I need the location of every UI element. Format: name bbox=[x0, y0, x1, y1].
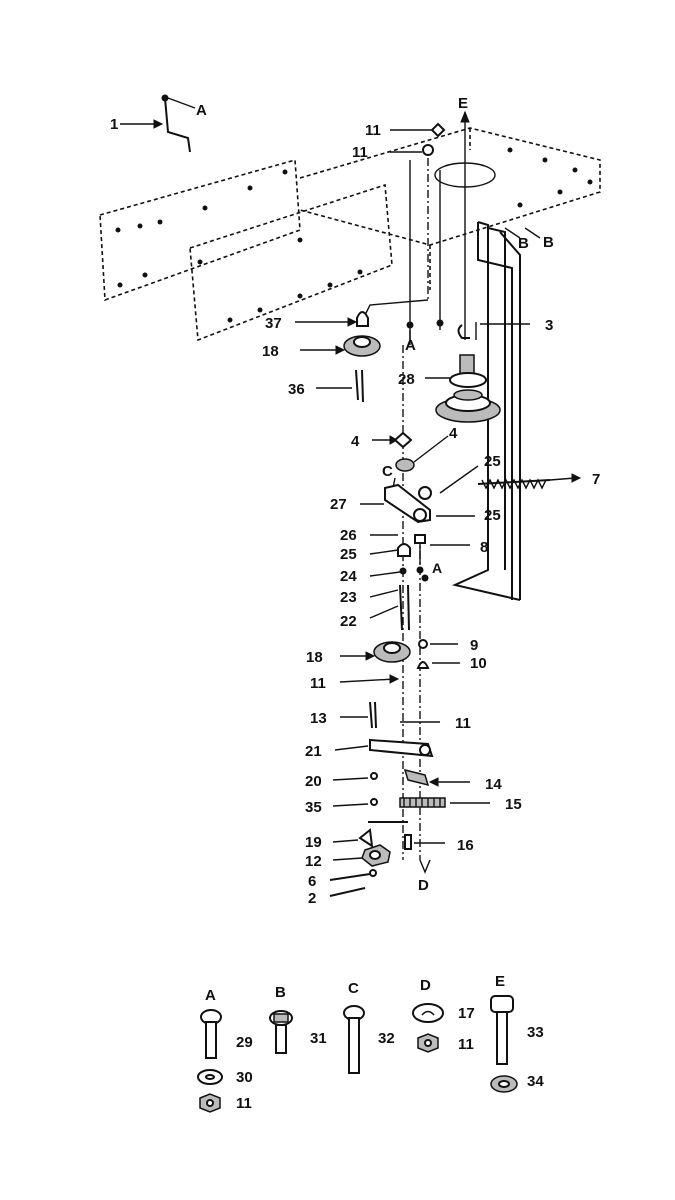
washer-4-b bbox=[395, 458, 415, 472]
callout-8: 8 bbox=[480, 539, 488, 556]
part-16 bbox=[404, 834, 412, 850]
callout-7: 7 bbox=[592, 471, 600, 488]
callout-11-d: 11 bbox=[455, 715, 471, 732]
key-item-11-A: 11 bbox=[236, 1095, 252, 1112]
key-item-29: 29 bbox=[236, 1034, 253, 1051]
callout-1-letter: A bbox=[196, 102, 207, 119]
deck-frame bbox=[99, 127, 601, 342]
callout-35: 35 bbox=[305, 799, 322, 816]
part-37 bbox=[356, 311, 369, 327]
callout-E: E bbox=[458, 95, 468, 112]
nut-11-second bbox=[422, 144, 434, 156]
key-item-31: 31 bbox=[310, 1030, 327, 1047]
key-letter-B: B bbox=[275, 984, 286, 1001]
callout-25-c: 25 bbox=[340, 546, 357, 563]
bolt-29 bbox=[200, 1009, 222, 1059]
callout-13: 13 bbox=[310, 710, 327, 727]
callout-D: D bbox=[418, 877, 429, 894]
callout-27: 27 bbox=[330, 496, 347, 513]
callout-28: 28 bbox=[398, 371, 415, 388]
callout-24: 24 bbox=[340, 568, 357, 585]
key-item-33: 33 bbox=[527, 1024, 544, 1041]
key-item-11-D: 11 bbox=[458, 1036, 474, 1053]
key-letter-C: C bbox=[348, 980, 359, 997]
part-19 bbox=[358, 828, 374, 849]
callout-A-mid: A bbox=[405, 337, 416, 354]
part-1-bracket bbox=[120, 94, 196, 153]
nut-11-top bbox=[430, 122, 446, 138]
callout-15: 15 bbox=[505, 796, 522, 813]
bolt-31 bbox=[269, 1010, 293, 1054]
key-item-30: 30 bbox=[236, 1069, 253, 1086]
idler-arm-27 bbox=[384, 483, 432, 524]
washer-17 bbox=[412, 1003, 444, 1023]
callout-11-b: 11 bbox=[352, 144, 368, 161]
callout-21: 21 bbox=[305, 743, 322, 760]
callout-11-c: 11 bbox=[310, 675, 326, 692]
callout-6: 6 bbox=[308, 873, 316, 890]
callout-4-a: 4 bbox=[351, 433, 360, 450]
callout-9: 9 bbox=[470, 637, 478, 654]
lever-21 bbox=[369, 738, 434, 758]
callout-3: 3 bbox=[545, 317, 553, 334]
spring-7 bbox=[477, 473, 582, 490]
key-item-17: 17 bbox=[458, 1005, 475, 1022]
callout-37: 37 bbox=[265, 315, 282, 332]
callout-11-a: 11 bbox=[365, 122, 381, 139]
callout-1: 1 bbox=[110, 116, 118, 133]
bolt-33 bbox=[490, 995, 514, 1065]
callout-14: 14 bbox=[485, 776, 502, 793]
callout-B-2: B bbox=[543, 234, 554, 251]
callout-C: C bbox=[382, 463, 393, 480]
callout-12: 12 bbox=[305, 853, 322, 870]
callout-10: 10 bbox=[470, 655, 487, 672]
callout-20: 20 bbox=[305, 773, 322, 790]
callout-2: 2 bbox=[308, 890, 316, 907]
part-25-c bbox=[397, 543, 411, 557]
bolt-8 bbox=[414, 534, 426, 544]
part-9 bbox=[418, 639, 428, 649]
callout-18-b: 18 bbox=[306, 649, 323, 666]
callout-18-a: 18 bbox=[262, 343, 279, 360]
key-item-32: 32 bbox=[378, 1030, 395, 1047]
hardware-key: A 29 30 11 B 31 C 32 D 17 bbox=[197, 973, 544, 1113]
callout-19: 19 bbox=[305, 834, 322, 851]
callout-4-b: 4 bbox=[449, 425, 458, 442]
part-10 bbox=[416, 661, 430, 669]
part-15 bbox=[399, 797, 446, 808]
key-letter-D: D bbox=[420, 977, 431, 994]
washer-4-a bbox=[393, 431, 413, 449]
part-14 bbox=[403, 768, 430, 787]
key-item-34: 34 bbox=[527, 1073, 544, 1090]
callout-22: 22 bbox=[340, 613, 357, 630]
bolt-32 bbox=[343, 1005, 365, 1074]
part-20 bbox=[370, 772, 378, 780]
callout-36: 36 bbox=[288, 381, 305, 398]
callout-23: 23 bbox=[340, 589, 357, 606]
arrow-E bbox=[460, 110, 470, 123]
callout-A-small: A bbox=[432, 560, 442, 576]
pulley-28 bbox=[435, 354, 501, 423]
key-letter-E: E bbox=[495, 973, 505, 990]
key-letter-A: A bbox=[205, 987, 216, 1004]
part-35 bbox=[370, 798, 378, 806]
callout-B-1: B bbox=[518, 235, 529, 252]
callout-16: 16 bbox=[457, 837, 474, 854]
callout-26: 26 bbox=[340, 527, 357, 544]
callout-25-a: 25 bbox=[484, 453, 501, 470]
callout-25-b: 25 bbox=[484, 507, 501, 524]
